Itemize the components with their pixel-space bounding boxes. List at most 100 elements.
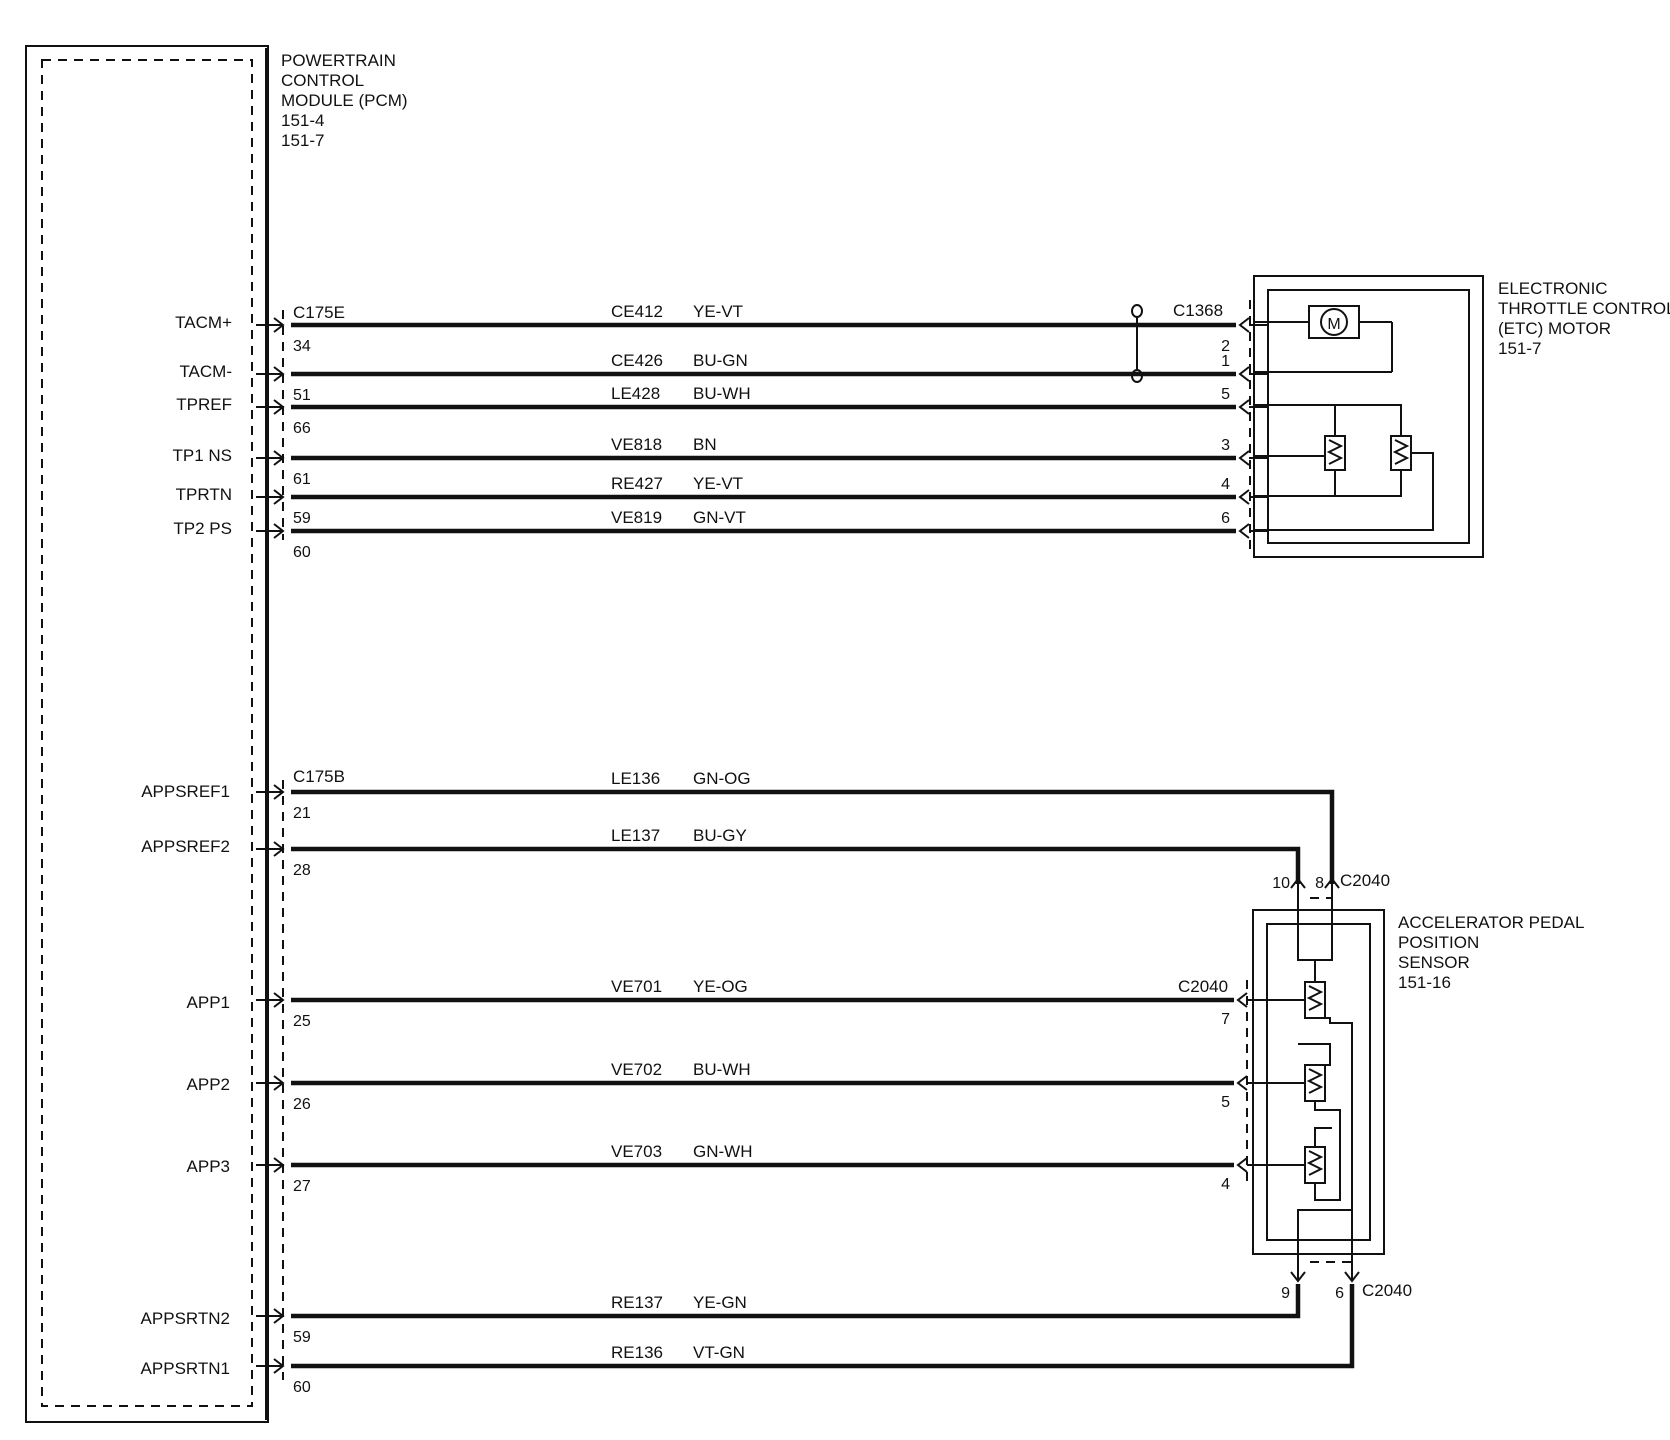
tp2-internal-wire [1254, 452, 1434, 531]
pcm-pin-number: 59 [293, 1329, 311, 1346]
wire-color-label: GN-OG [693, 769, 751, 788]
pcm-pin-arrow-icon [273, 450, 285, 466]
pcm-pin-arrow-icon [273, 1157, 285, 1173]
circuit-number-label: LE137 [611, 826, 660, 845]
circuit-number-label: RE136 [611, 1343, 663, 1362]
pcm-signal-label: TP2 PS [173, 519, 232, 538]
pcm-title: POWERTRAIN CONTROL MODULE (PCM) 151-4 15… [281, 51, 408, 150]
etc-name-line: ELECTRONIC [1498, 279, 1608, 298]
pcm-signal-label: APP3 [187, 1157, 230, 1176]
pcm-pin-number: 28 [293, 862, 311, 879]
pcm-signal-label: TPREF [176, 395, 232, 414]
wire-le137 [291, 846, 1301, 884]
pcm-pin-arrow-icon [273, 1075, 285, 1091]
circuit-number-label: VE818 [611, 435, 662, 454]
pcm-signal-label: TP1 NS [172, 446, 232, 465]
pcm-pin-arrow-icon [273, 523, 285, 539]
pcm-pin-arrow-icon [273, 489, 285, 505]
circuit-number-label: VE819 [611, 508, 662, 527]
device-pin-arrow-icon [1236, 1075, 1248, 1091]
circuit-number-label: LE136 [611, 769, 660, 788]
wire-color-label: BU-GY [693, 826, 747, 845]
device-pin-arrow-icon [1238, 523, 1250, 539]
svg-text:M: M [1327, 316, 1340, 333]
pcm-name-line: 151-4 [281, 111, 324, 130]
pcm-name-line: POWERTRAIN [281, 51, 396, 70]
device-pin-number: 9 [1281, 1285, 1290, 1302]
etc-name-line: (ETC) MOTOR [1498, 319, 1611, 338]
device-pin-number: 8 [1315, 875, 1324, 892]
device-pin-arrow-icon [1238, 366, 1250, 382]
wire-color-label: YE-OG [693, 977, 748, 996]
pcm-pin-arrow-icon [273, 366, 285, 382]
pcm-pin-number: 34 [293, 338, 311, 355]
circuit-number-label: RE427 [611, 474, 663, 493]
pcm-signal-label: APPSREF2 [141, 837, 230, 856]
pcm-signal-label: APP1 [187, 993, 230, 1012]
device-pin-number: 10 [1272, 875, 1290, 892]
device-pin-arrow-icon [1238, 489, 1250, 505]
device-pin-arrow-icon [1238, 450, 1250, 466]
app-sensor-component [1246, 897, 1385, 1270]
wire-color-label: BU-WH [693, 1060, 751, 1079]
twisted-pair-icon [1131, 304, 1143, 383]
pcm-pin-number: 25 [293, 1013, 311, 1030]
circuit-number-label: VE702 [611, 1060, 662, 1079]
wire-re136 [291, 1284, 1355, 1369]
wire-color-label: GN-WH [693, 1142, 752, 1161]
device-pin-arrow-icon [1238, 317, 1250, 333]
pcm-pin-number: 59 [293, 510, 311, 527]
circuit-number-label: LE428 [611, 384, 660, 403]
circuit-number-label: CE426 [611, 351, 663, 370]
etc-title: ELECTRONIC THROTTLE CONTROL (ETC) MOTOR … [1498, 279, 1670, 358]
pcm-pin-arrow-icon [273, 399, 285, 415]
pcm-signal-label: APPSREF1 [141, 782, 230, 801]
pcm-pin-arrow-icon [273, 1308, 285, 1324]
device-pin-number: 3 [1221, 437, 1230, 454]
pcm-pin-number: 61 [293, 471, 311, 488]
app-title: ACCELERATOR PEDAL POSITION SENSOR 151-16 [1398, 913, 1584, 992]
wire-color-label: BU-GN [693, 351, 748, 370]
device-pin-arrow-icon [1236, 1157, 1248, 1173]
device-pin-number: 1 [1221, 353, 1230, 370]
tpref-internal-wire [1254, 404, 1402, 436]
app-sensor-3-potentiometer-icon [1304, 1146, 1326, 1184]
motor-icon: M [1254, 305, 1393, 373]
pcm-pin-arrow-icon [273, 992, 285, 1008]
pcm-pin-arrow-icon [273, 1358, 285, 1374]
c2040-connector-label: C2040 [1178, 977, 1228, 996]
pcm-pin-arrow-icon [273, 784, 285, 800]
pcm-module [25, 45, 269, 1423]
wire-color-label: BN [693, 435, 717, 454]
wire-color-label: VT-GN [693, 1343, 745, 1362]
pcm-signal-label: APPSRTN2 [141, 1309, 230, 1328]
pcm-pin-number: 60 [293, 1379, 311, 1396]
app-name-line: ACCELERATOR PEDAL [1398, 913, 1584, 932]
circuit-number-label: CE412 [611, 302, 663, 321]
circuit-number-label: RE137 [611, 1293, 663, 1312]
pcm-signal-label: TACM+ [175, 313, 232, 332]
device-pin-arrow-icon [1236, 992, 1248, 1008]
app-name-line: SENSOR [1398, 953, 1470, 972]
etc-name-line: 151-7 [1498, 339, 1541, 358]
pcm-name-line: MODULE (PCM) [281, 91, 408, 110]
wire-color-label: YE-VT [693, 474, 743, 493]
circuit-number-label: VE701 [611, 977, 662, 996]
pcm-name-line: CONTROL [281, 71, 364, 90]
pcm-pin-arrow-icon [273, 841, 285, 857]
app-sensor-2-potentiometer-icon [1304, 1064, 1326, 1102]
pcm-pin-number: 60 [293, 544, 311, 561]
wire-color-label: BU-WH [693, 384, 751, 403]
tp-sensor-2-potentiometer-icon [1390, 435, 1412, 471]
pcm-pin-number: 26 [293, 1096, 311, 1113]
c2040-connector-label: C2040 [1340, 871, 1390, 890]
pcm-signal-label: TPRTN [176, 485, 232, 504]
etc-name-line: THROTTLE CONTROL [1498, 299, 1670, 318]
pcm-signal-label: APPSRTN1 [141, 1359, 230, 1378]
device-pin-arrow-icon [1238, 399, 1250, 415]
pcm-signal-label: TACM- [179, 362, 232, 381]
app-name-line: POSITION [1398, 933, 1479, 952]
circuit-number-label: VE703 [611, 1142, 662, 1161]
